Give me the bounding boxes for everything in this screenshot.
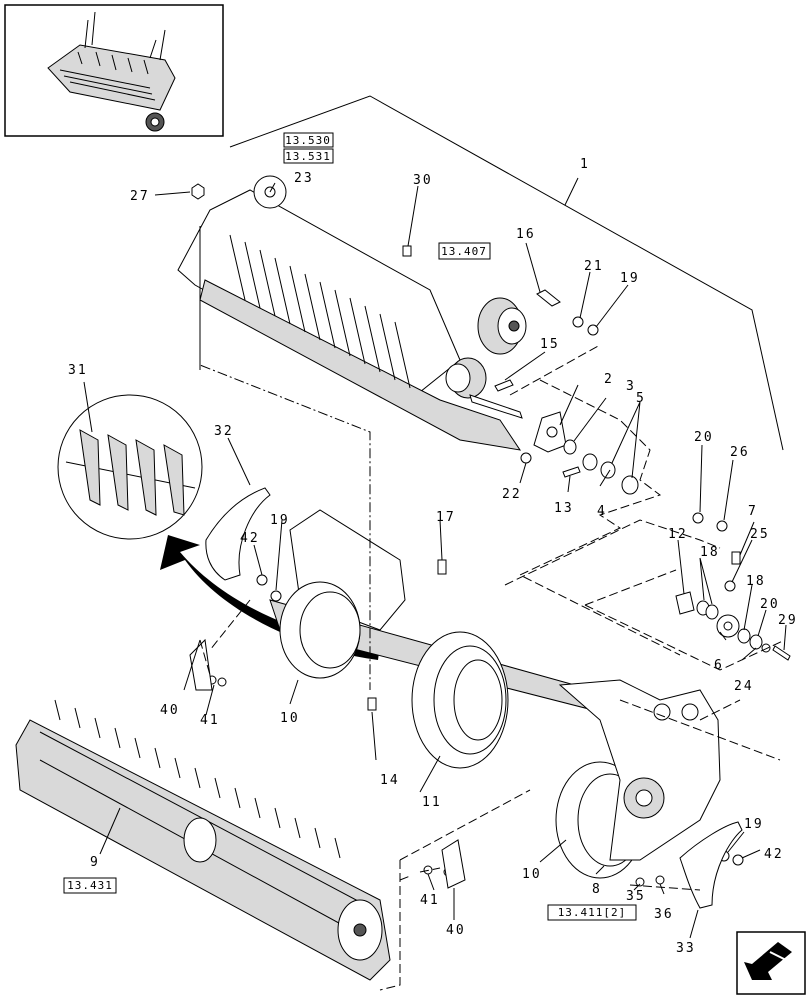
callout-9: 9 [90, 855, 100, 870]
callout-11: 11 [422, 795, 442, 810]
guard-plates [189, 487, 743, 909]
callout-35: 35 [626, 889, 646, 904]
machine-thumbnail [4, 4, 224, 137]
callout-14: 14 [380, 773, 400, 788]
svg-text:13.431: 13.431 [67, 879, 113, 892]
callout-42b: 42 [764, 847, 784, 862]
assembly-outline [229, 95, 784, 451]
connection-lines [199, 240, 786, 991]
callout-23: 23 [294, 171, 314, 186]
callout-16: 16 [516, 227, 536, 242]
callout-21: 21 [584, 259, 604, 274]
drive-pulley-group [445, 297, 567, 453]
callout-labels: 1 2 3 4 5 6 7 8 9 10 10 11 12 13 14 15 1… [68, 157, 798, 956]
callout-18b: 18 [746, 574, 766, 589]
callout-19b: 19 [620, 271, 640, 286]
callout-20a: 20 [694, 430, 714, 445]
svg-text:13.407: 13.407 [441, 245, 487, 258]
callout-15: 15 [540, 337, 560, 352]
callout-17: 17 [436, 510, 456, 525]
callout-10b: 10 [522, 867, 542, 882]
callout-26: 26 [730, 445, 750, 460]
callout-18a: 18 [700, 545, 720, 560]
callout-6: 6 [714, 658, 724, 673]
callout-2: 2 [604, 372, 614, 387]
tine-detail-magnifier [57, 394, 203, 540]
callout-36: 36 [654, 907, 674, 922]
callout-40a: 40 [160, 703, 180, 718]
comb-frame-assembly [177, 175, 522, 451]
leader-lines [83, 182, 787, 939]
callout-19c: 19 [744, 817, 764, 832]
callout-19a: 19 [270, 513, 290, 528]
callout-42a: 42 [240, 531, 260, 546]
callout-1: 1 [580, 157, 590, 172]
navigation-arrow-icon[interactable] [736, 931, 806, 995]
rotor-housing [269, 509, 721, 879]
callout-3: 3 [626, 379, 636, 394]
callout-5: 5 [636, 391, 646, 406]
callout-29: 29 [778, 613, 798, 628]
callout-30: 30 [413, 173, 433, 188]
callout-33: 33 [676, 941, 696, 956]
callout-24: 24 [734, 679, 754, 694]
callout-22: 22 [502, 487, 522, 502]
callout-41a: 41 [200, 713, 220, 728]
callout-40b: 40 [446, 923, 466, 938]
callout-4: 4 [597, 504, 607, 519]
callout-25: 25 [750, 527, 770, 542]
svg-text:13.411[2]: 13.411[2] [558, 906, 627, 919]
callout-32: 32 [214, 424, 234, 439]
ref-box-13-407[interactable]: 13.407 [438, 242, 491, 260]
ref-box-13-411-2[interactable]: 13.411[2] [547, 904, 637, 921]
callout-10a: 10 [280, 711, 300, 726]
callout-13: 13 [554, 501, 574, 516]
ref-box-13-530[interactable]: 13.530 [283, 132, 334, 148]
ref-box-13-431[interactable]: 13.431 [63, 877, 117, 894]
svg-text:13.531: 13.531 [285, 150, 331, 163]
lower-rotor-assembly [15, 699, 391, 981]
callout-12: 12 [668, 527, 688, 542]
callout-41b: 41 [420, 893, 440, 908]
callout-8: 8 [592, 882, 602, 897]
svg-text:13.530: 13.530 [285, 134, 331, 147]
callout-31: 31 [68, 363, 88, 378]
callout-20b: 20 [760, 597, 780, 612]
ref-box-13-531[interactable]: 13.531 [283, 148, 334, 164]
callout-27: 27 [130, 189, 150, 204]
callout-7: 7 [748, 504, 758, 519]
